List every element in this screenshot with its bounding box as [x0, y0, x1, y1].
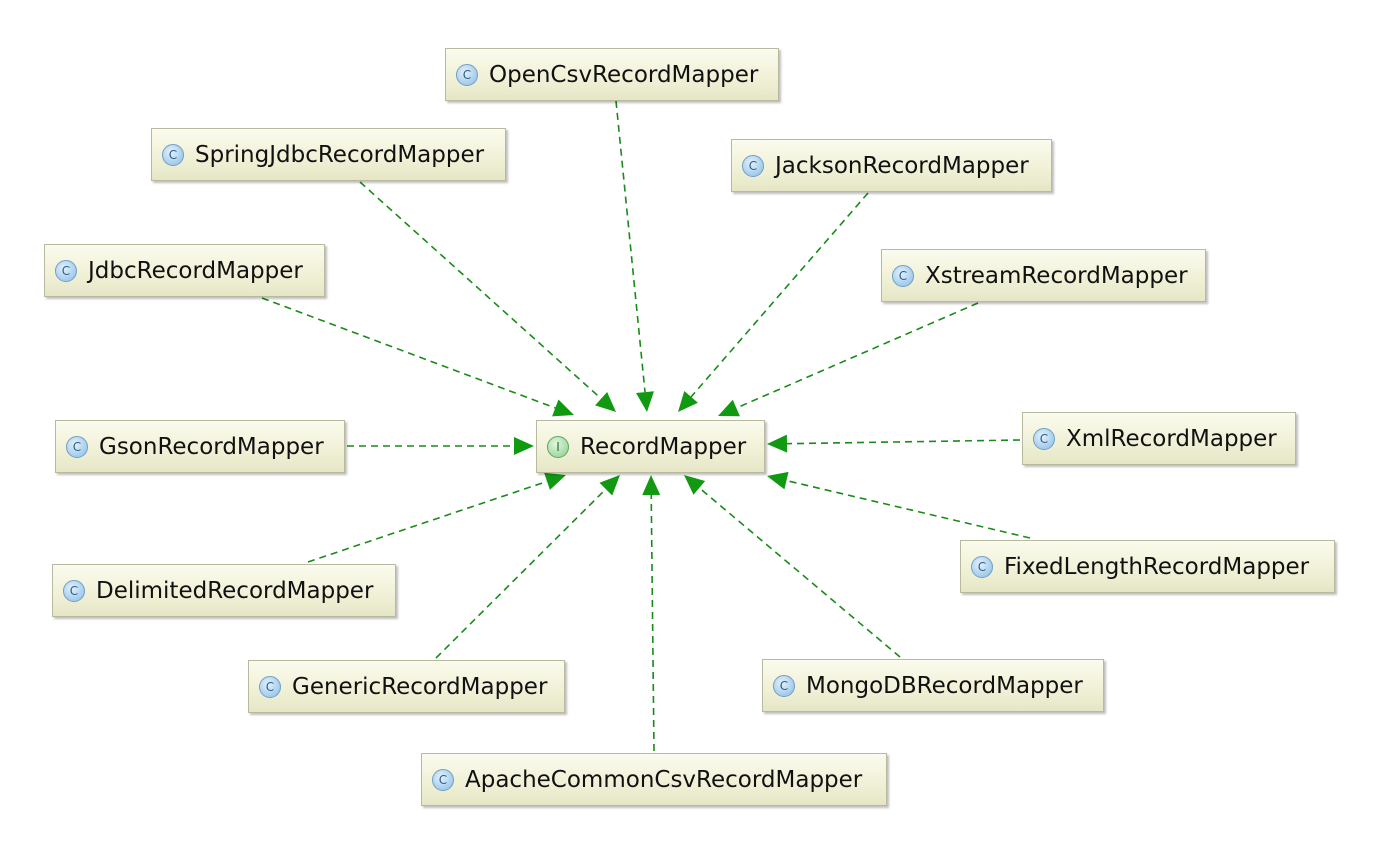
node-xml-record-mapper[interactable]: C XmlRecordMapper — [1022, 412, 1296, 465]
arrowhead-icon — [767, 434, 788, 453]
class-icon: C — [162, 143, 184, 166]
dependency-line — [736, 302, 979, 409]
node-generic-record-mapper[interactable]: C GenericRecordMapper — [248, 660, 565, 713]
node-fixed-length-record-mapper[interactable]: C FixedLengthRecordMapper — [960, 540, 1335, 593]
class-icon: C — [55, 259, 77, 282]
node-label: FixedLengthRecordMapper — [1004, 553, 1310, 580]
class-icon: C — [259, 675, 281, 698]
class-icon: C — [66, 435, 88, 458]
dependency-line — [307, 480, 548, 563]
arrowhead-icon — [678, 390, 698, 412]
dependency-line — [261, 297, 556, 409]
node-delimited-record-mapper[interactable]: C DelimitedRecordMapper — [52, 564, 396, 617]
node-label: OpenCsvRecordMapper — [489, 61, 759, 88]
interface-icon: I — [547, 435, 569, 458]
class-icon: C — [63, 579, 85, 602]
class-icon: C — [456, 63, 478, 86]
node-open-csv-record-mapper[interactable]: C OpenCsvRecordMapper — [445, 48, 779, 101]
node-label: JdbcRecordMapper — [88, 257, 303, 284]
node-label: DelimitedRecordMapper — [96, 577, 374, 604]
node-label: JacksonRecordMapper — [775, 152, 1029, 179]
node-spring-jdbc-record-mapper[interactable]: C SpringJdbcRecordMapper — [151, 128, 506, 181]
dependency-line — [650, 494, 655, 752]
node-label: SpringJdbcRecordMapper — [195, 141, 485, 168]
node-label: RecordMapper — [580, 433, 747, 460]
node-label: XstreamRecordMapper — [925, 262, 1188, 289]
node-record-mapper-interface[interactable]: I RecordMapper — [536, 420, 765, 473]
class-icon: C — [742, 154, 764, 177]
node-gson-record-mapper[interactable]: C GsonRecordMapper — [55, 420, 345, 473]
dependency-line — [786, 439, 1021, 445]
node-label: GsonRecordMapper — [99, 433, 324, 460]
node-label: XmlRecordMapper — [1066, 425, 1277, 452]
arrowhead-icon — [514, 437, 534, 455]
arrowhead-icon — [636, 391, 654, 412]
arrowhead-icon — [718, 399, 740, 417]
dependency-line — [690, 192, 869, 398]
dependency-line — [435, 488, 607, 659]
class-icon: C — [773, 674, 795, 697]
dependency-line — [615, 100, 646, 393]
dependency-line — [786, 479, 1031, 539]
arrowhead-icon — [684, 475, 706, 495]
dependency-line — [698, 487, 901, 658]
node-mongodb-record-mapper[interactable]: C MongoDBRecordMapper — [762, 659, 1104, 712]
arrowhead-icon — [544, 472, 566, 490]
node-jdbc-record-mapper[interactable]: C JdbcRecordMapper — [44, 244, 325, 297]
arrowhead-icon — [767, 471, 789, 490]
node-jackson-record-mapper[interactable]: C JacksonRecordMapper — [731, 139, 1052, 192]
node-apache-common-csv-record-mapper[interactable]: C ApacheCommonCsvRecordMapper — [421, 753, 887, 806]
class-icon: C — [971, 555, 993, 578]
arrowhead-icon — [552, 399, 574, 417]
dependency-line — [359, 181, 602, 400]
arrowhead-icon — [642, 475, 661, 496]
arrowhead-icon — [599, 475, 620, 496]
arrowhead-icon — [595, 391, 616, 412]
class-icon: C — [892, 264, 914, 287]
node-label: GenericRecordMapper — [292, 673, 548, 700]
class-icon: C — [432, 768, 454, 791]
node-xstream-record-mapper[interactable]: C XstreamRecordMapper — [881, 249, 1206, 302]
node-label: ApacheCommonCsvRecordMapper — [465, 766, 863, 793]
class-icon: C — [1033, 427, 1055, 450]
node-label: MongoDBRecordMapper — [806, 672, 1083, 699]
